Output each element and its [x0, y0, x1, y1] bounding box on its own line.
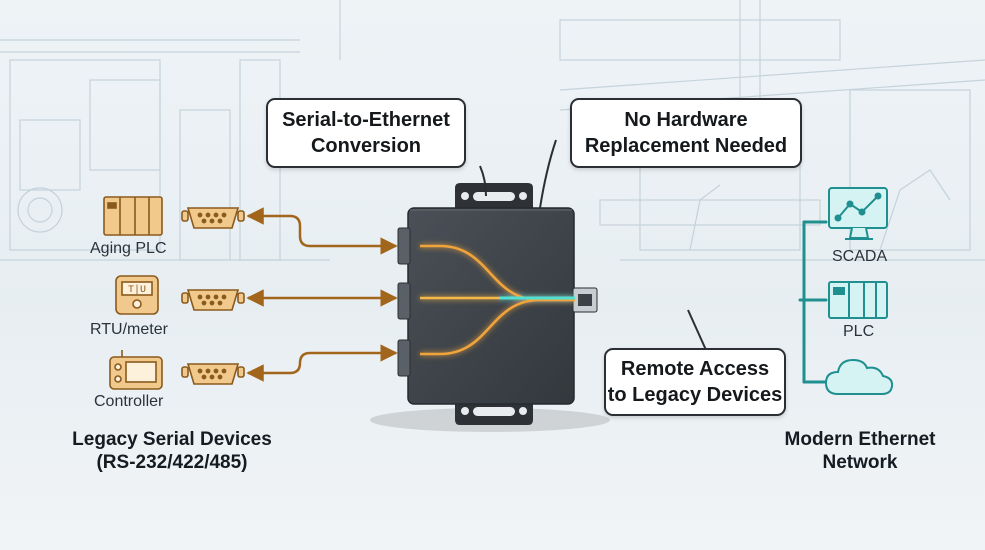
serial-cable-controller	[246, 344, 398, 382]
cloud-icon	[824, 358, 894, 395]
callout-conversion-line2: Conversion	[310, 135, 422, 157]
converter-device	[370, 183, 610, 432]
legacy-group-label-line1: Legacy Serial Devices	[72, 429, 272, 450]
callout-remote-access-line1: Remote Access	[620, 358, 770, 380]
callout-remote-access-line2: to Legacy Devices	[607, 384, 783, 406]
svg-text:T|U: T|U	[128, 284, 146, 296]
callout-leaders	[479, 139, 707, 351]
network-plc-icon	[828, 281, 888, 319]
internal-signal-lines	[420, 244, 575, 356]
plc-icon	[103, 196, 163, 236]
legacy-group-label: Legacy Serial Devices (RS-232/422/485)	[52, 428, 292, 474]
serial-cables	[246, 207, 398, 382]
db9-connector-icon	[181, 363, 245, 385]
network-group-label: Modern Ethernet Network	[760, 428, 960, 474]
db9-connector-icon	[181, 207, 245, 229]
network-device-label-scada: SCADA	[832, 248, 888, 265]
ethernet-cable	[594, 220, 828, 384]
network-device-label-plc: PLC	[843, 323, 875, 340]
monitor-chart-icon	[828, 187, 888, 240]
callout-remote-access: Remote Access to Legacy Devices	[604, 348, 786, 416]
callout-no-hardware-replacement: No Hardware Replacement Needed	[570, 98, 802, 168]
legacy-group-label-line2: (RS-232/422/485)	[96, 452, 248, 473]
db9-connector-icon	[181, 289, 245, 311]
network-group-label-line2: Network	[822, 452, 898, 473]
callout-no-replacement-line2: Replacement Needed	[584, 135, 788, 157]
rtu-meter-icon: T|U	[115, 275, 159, 315]
callout-serial-to-ethernet: Serial-to-Ethernet Conversion	[266, 98, 466, 168]
db9-connector-icons	[181, 207, 245, 385]
controller-icon	[109, 350, 163, 390]
legacy-device-label-rtu: RTU/meter	[90, 321, 168, 338]
callout-no-replacement-line1: No Hardware	[624, 109, 748, 131]
legacy-device-label-plc: Aging PLC	[90, 240, 167, 257]
serial-cable-plc	[246, 207, 398, 255]
legacy-device-label-controller: Controller	[94, 393, 164, 410]
callout-conversion-line1: Serial-to-Ethernet	[282, 109, 450, 131]
network-group-label-line1: Modern Ethernet	[784, 429, 936, 450]
